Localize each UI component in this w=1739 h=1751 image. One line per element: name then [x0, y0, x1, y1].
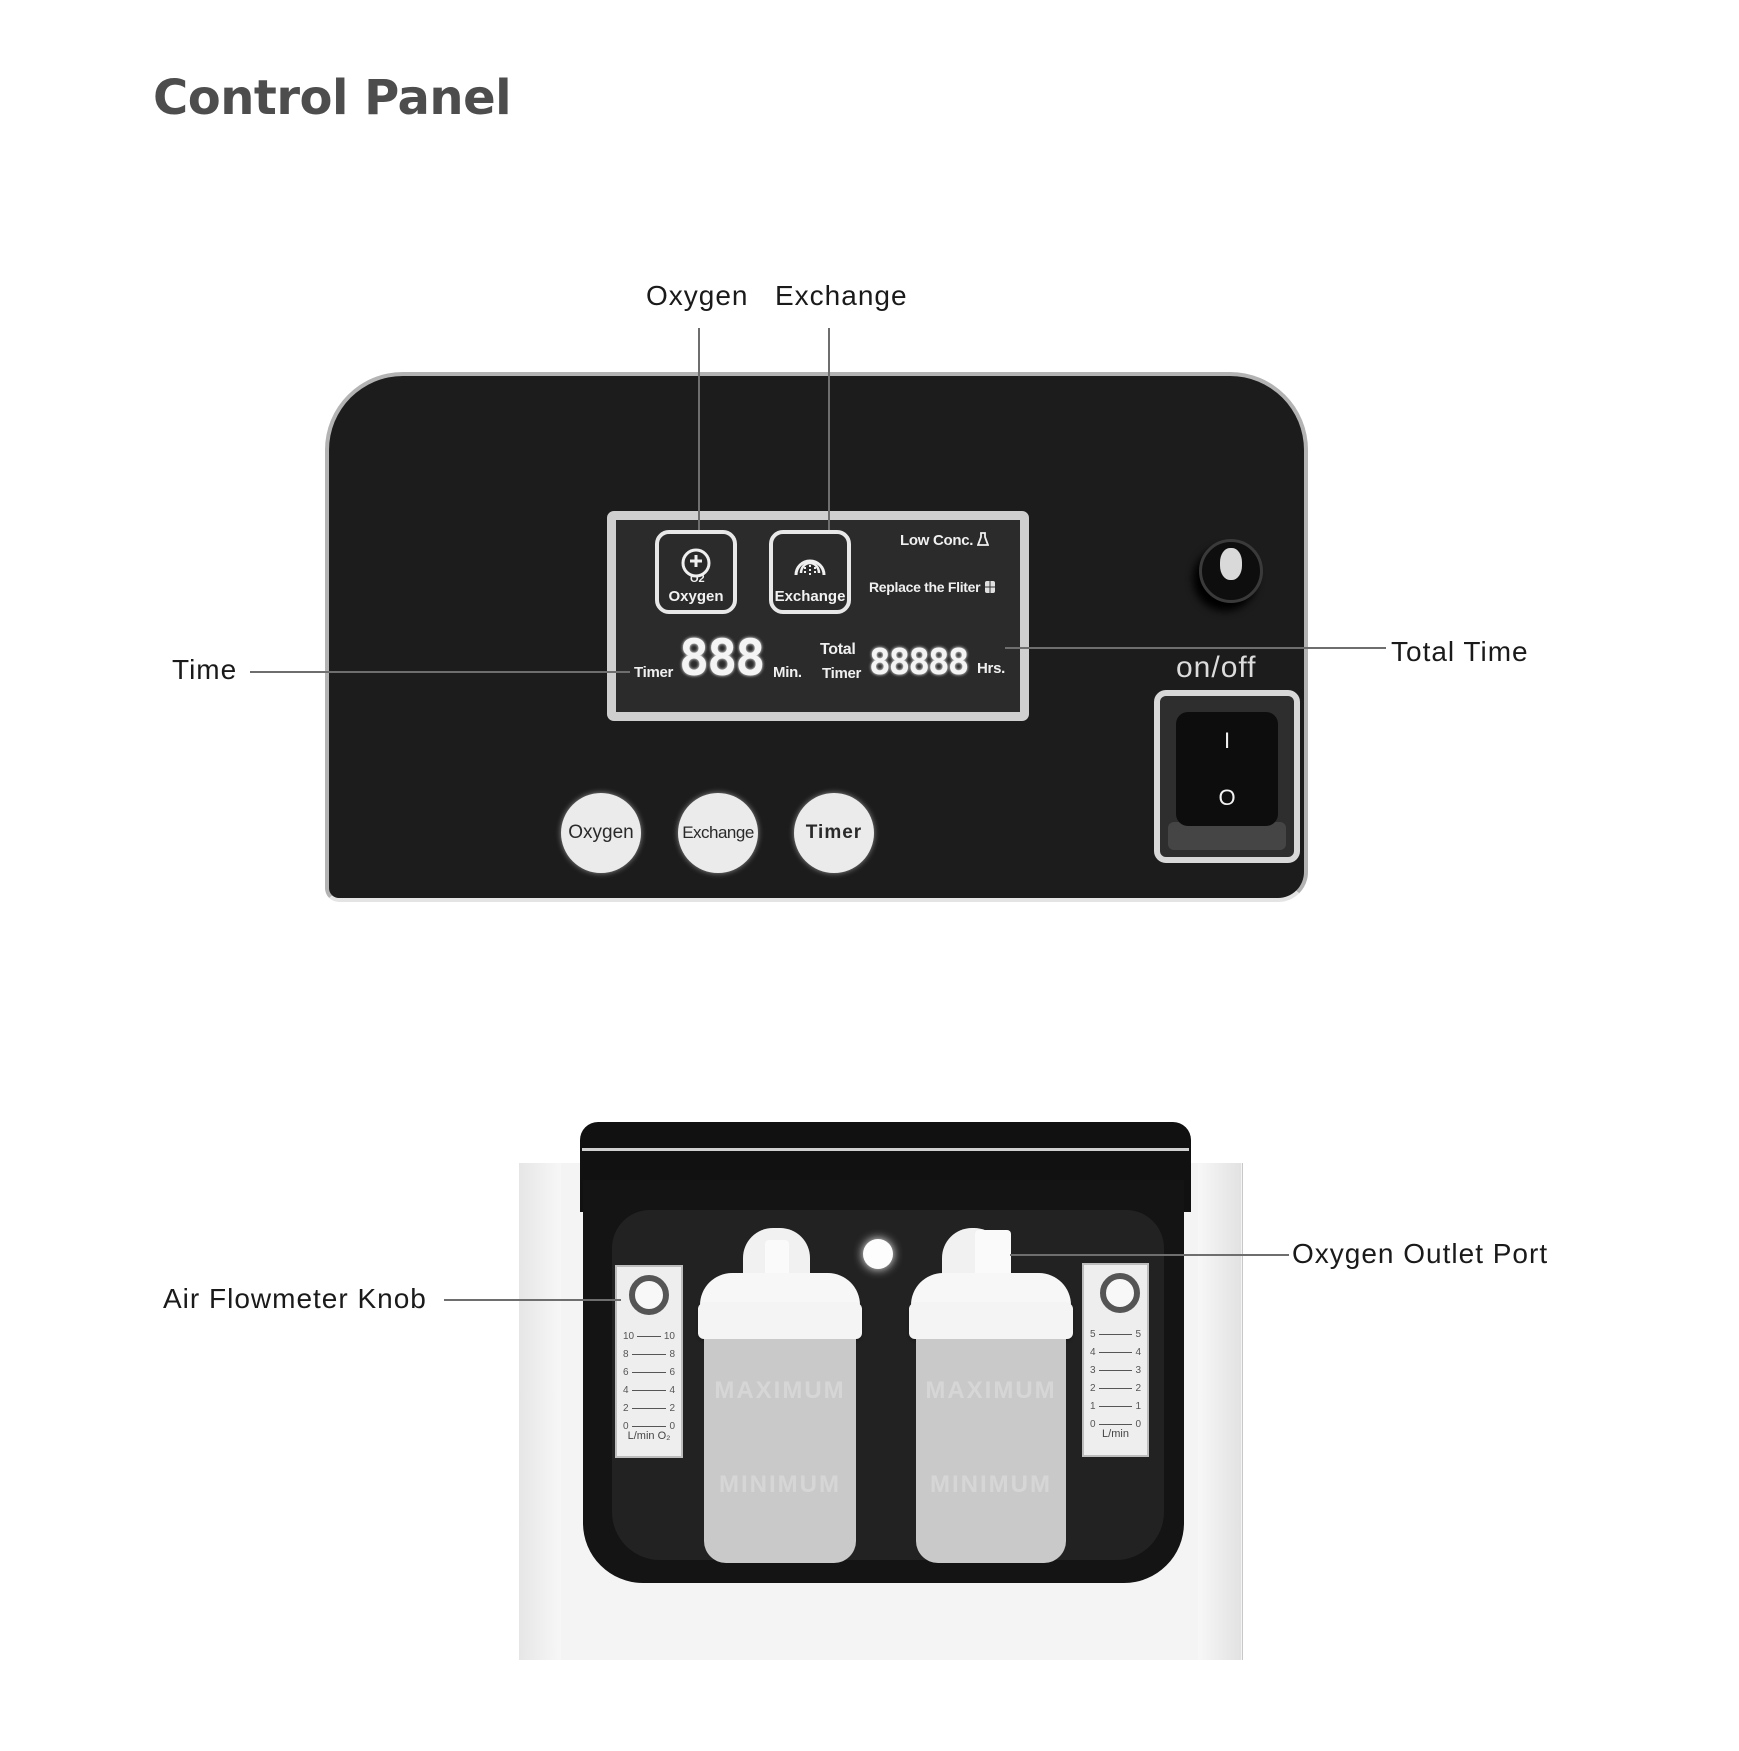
housing-highlight [582, 1148, 1189, 1151]
off-symbol: O [1218, 784, 1236, 810]
leader-line-air-flowmeter-knob [444, 1299, 621, 1301]
replace-filter-indicator: Replace the Fliter [869, 580, 996, 594]
timer-button[interactable]: Timer [794, 793, 874, 873]
timer-label: Timer [634, 664, 674, 681]
oxygen-outlet-port[interactable] [975, 1230, 1011, 1280]
bottle-left-max-mark: MAXIMUM [714, 1377, 846, 1404]
low-conc-indicator: Low Conc. [900, 532, 990, 549]
low-conc-label: Low Conc. [900, 532, 974, 549]
oxygen-flowmeter-knob[interactable] [1100, 1273, 1140, 1313]
lcd-oxygen-indicator: O2 Oxygen [655, 530, 737, 614]
power-switch-label: on/off [1176, 651, 1257, 684]
lcd-oxygen-label: Oxygen [668, 588, 724, 605]
replace-filter-label: Replace the Fliter [869, 579, 981, 595]
callout-total-time: Total Time [1391, 636, 1529, 667]
bottle-right-min-mark: MINIMUM [930, 1471, 1052, 1498]
total-timer-unit: Hrs. [977, 660, 1005, 677]
callout-exchange: Exchange [775, 280, 908, 311]
flowmeter-left-unit: L/min O₂ [627, 1430, 671, 1442]
switch-base [1168, 822, 1286, 850]
indicator-light [863, 1239, 893, 1269]
callout-time: Time [172, 654, 238, 685]
oxygen-o2-icon: O2 [681, 548, 711, 585]
bottle-left: MAXIMUM MINIMUM [704, 1339, 856, 1563]
knob-cap-icon [1220, 548, 1242, 580]
flask-icon [976, 532, 990, 546]
callout-oxygen-outlet-port: Oxygen Outlet Port [1292, 1238, 1549, 1269]
lcd-display [607, 511, 1029, 721]
power-switch[interactable]: I O [1154, 690, 1300, 863]
leader-line-total-time [1005, 647, 1386, 649]
leader-line-oxygen-outlet-port [1010, 1254, 1289, 1256]
callout-air-flowmeter-knob: Air Flowmeter Knob [163, 1283, 427, 1314]
flowmeter-right-unit: L/min [1102, 1428, 1129, 1440]
total-timer-label-line2: Timer [822, 665, 862, 682]
circuit-breaker-knob[interactable] [1199, 539, 1263, 603]
device-body-edge-left [519, 1163, 561, 1660]
total-timer-label-line1: Total [820, 641, 856, 658]
total-timer-digits: 88888 [869, 642, 969, 683]
lcd-exchange-label: Exchange [774, 588, 846, 605]
leader-line-exchange [828, 328, 830, 530]
exchange-button[interactable]: Exchange [678, 793, 758, 873]
air-flowmeter-knob[interactable] [629, 1275, 669, 1315]
filter-icon [984, 581, 995, 593]
bottle-right-lid-ring [909, 1303, 1073, 1339]
bottle-left-min-mark: MINIMUM [719, 1471, 841, 1498]
timer-unit: Min. [773, 664, 802, 681]
rocker-switch[interactable]: I O [1176, 712, 1278, 826]
device-body-edge-right [1198, 1163, 1241, 1660]
bottle-left-lid-ring [698, 1303, 862, 1339]
oxygen-button[interactable]: Oxygen [561, 793, 641, 873]
svg-text:O2: O2 [690, 573, 705, 585]
page-title: Control Panel [153, 70, 512, 126]
exchange-fountain-icon [794, 559, 826, 576]
callout-oxygen: Oxygen [646, 280, 749, 311]
leader-line-oxygen [698, 328, 700, 530]
lcd-exchange-indicator: Exchange [769, 530, 851, 614]
bottle-right-max-mark: MAXIMUM [925, 1377, 1057, 1404]
timer-digits: 888 [679, 629, 765, 687]
leader-line-time [250, 671, 630, 673]
bottle-right: MAXIMUM MINIMUM [916, 1339, 1066, 1563]
on-symbol: I [1223, 727, 1231, 753]
